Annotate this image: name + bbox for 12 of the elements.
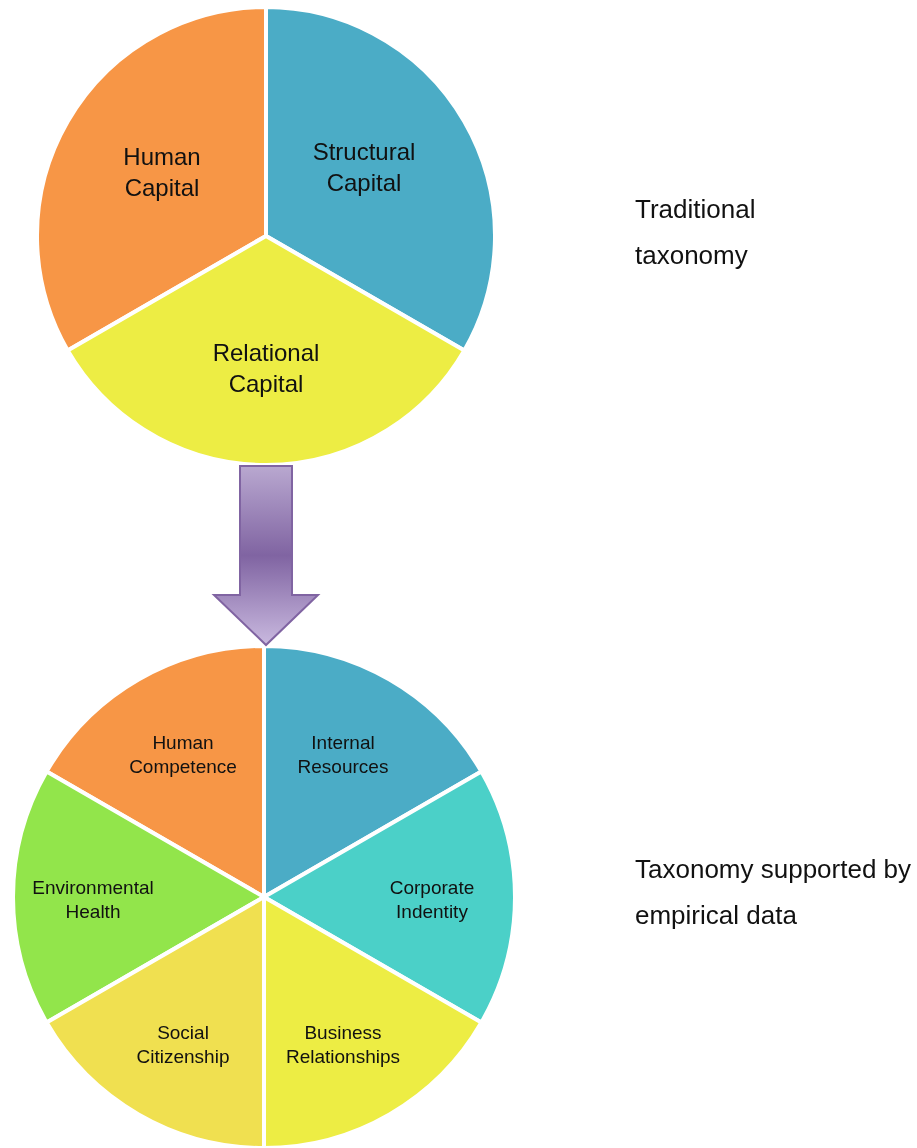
sector-label: Business Relationships xyxy=(278,1020,408,1070)
sector-label: Environmental Health xyxy=(23,875,163,925)
sector-label: Internal Resources xyxy=(293,730,393,780)
side-caption: Traditional taxonomy xyxy=(635,193,757,272)
sector-label: Social Citizenship xyxy=(128,1020,238,1070)
sector-label: Human Competence xyxy=(128,730,238,780)
side-caption: Taxonomy supported by empirical data xyxy=(635,853,913,932)
sector-label: Relational Capital xyxy=(201,337,331,400)
sector-label: Structural Capital xyxy=(299,136,429,199)
sector-label: Corporate Indentity xyxy=(382,875,482,925)
block-arrow xyxy=(211,465,321,647)
sector-label: Human Capital xyxy=(107,141,217,204)
